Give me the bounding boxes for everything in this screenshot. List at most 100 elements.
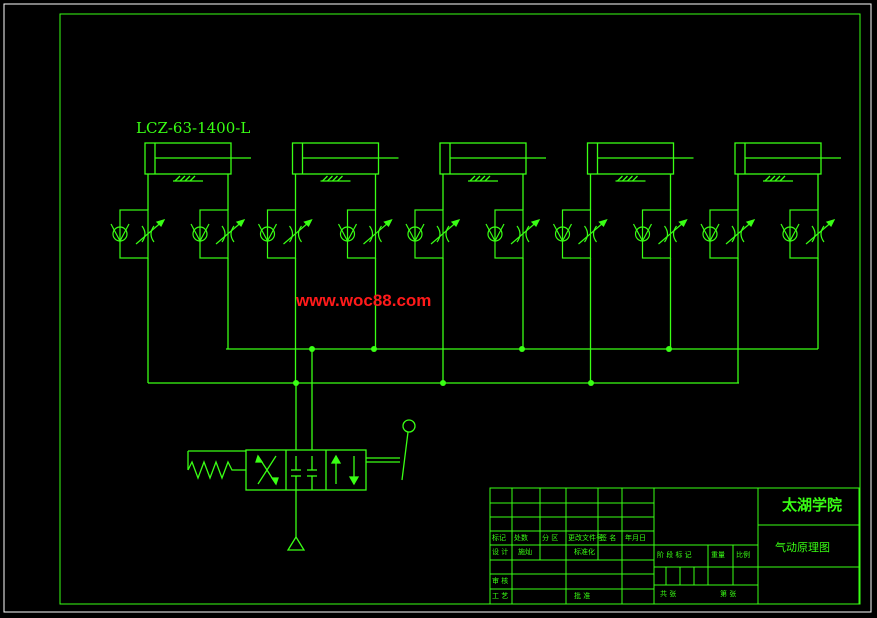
outer-border [3, 3, 872, 613]
lever-knob[interactable] [402, 419, 416, 433]
adjust-arrowhead [825, 219, 836, 228]
stage-header: 阶 段 标 记 [657, 551, 692, 559]
mount-hatch [327, 175, 333, 182]
designer-name: 施灿 [518, 548, 532, 556]
throttle-arc [516, 225, 521, 243]
revision-header: 签 名 [600, 534, 617, 542]
watermark-text: www.woc88.com [296, 291, 432, 310]
throttle-arc [297, 225, 302, 243]
cylinder-1 [144, 142, 251, 210]
mount-hatch [174, 175, 181, 182]
adjust-arrowhead [155, 219, 166, 228]
flow-control-valve [257, 209, 313, 259]
throttle-arc [740, 225, 745, 243]
throttle-arc [731, 225, 736, 243]
mount-hatch [474, 175, 481, 182]
cylinder-5 [734, 142, 841, 210]
check-valve-seat [257, 223, 278, 243]
mount-hatch [184, 175, 191, 182]
mount-hatch [189, 175, 196, 182]
mount-hatch [779, 175, 786, 182]
cylinder-4 [586, 142, 694, 210]
adjust-arrowhead [530, 219, 541, 228]
mount-hatch [322, 175, 328, 182]
throttle-arc [445, 225, 450, 243]
mount-hatch [479, 175, 486, 182]
mount-hatch [632, 175, 638, 182]
throttle-arc [141, 225, 146, 243]
flow-control-valve [405, 209, 461, 259]
throttle-arc [289, 225, 294, 243]
adjust-arrowhead [678, 219, 688, 228]
flow-control-valve [780, 209, 836, 259]
flow-control-valve [337, 209, 393, 259]
revision-header: 更改文件号 [568, 534, 603, 542]
revision-header: 标记 [492, 534, 506, 542]
throttle-arc [525, 225, 530, 243]
mount-hatch [484, 175, 491, 182]
check-valve-seat [190, 223, 210, 243]
throttle-arc [369, 225, 374, 243]
check-valve-seat [632, 223, 653, 243]
throttle-arc [150, 225, 155, 243]
revision-header: 处数 [514, 534, 528, 542]
throttle-arc [377, 225, 382, 243]
adjust-arrowhead [303, 219, 313, 228]
throttle-arc [436, 225, 441, 243]
mount-hatch [764, 175, 771, 182]
pressure-source [286, 535, 306, 551]
adjust-arrowhead [383, 219, 393, 228]
design-label: 设 计 [492, 548, 509, 556]
mount-hatch [179, 175, 186, 182]
revision-header: 年月日 [625, 534, 646, 542]
junction-dot [309, 346, 315, 352]
mount-hatch [617, 175, 623, 182]
mount-hatch [469, 175, 476, 182]
flow-control-valve [552, 209, 608, 259]
throttle-arc [672, 225, 677, 243]
check-valve-seat [552, 223, 573, 243]
check-valve-seat [110, 223, 130, 243]
throttle-arc [664, 225, 669, 243]
flow-control-valve [700, 209, 756, 259]
throttle-arc [811, 225, 816, 243]
mount-hatch [627, 175, 633, 182]
check-valve-seat [405, 223, 425, 243]
flow-control-valve [110, 209, 166, 259]
throttle-arc [592, 225, 597, 243]
throttle-arc [820, 225, 825, 243]
adjust-arrowhead [598, 219, 608, 228]
junction-dot [519, 346, 525, 352]
drawing-frame [59, 13, 861, 605]
title-block [489, 487, 860, 605]
flow-control-valve [190, 209, 246, 259]
flow-control-valve [485, 209, 541, 259]
adjust-arrowhead [450, 219, 461, 228]
mount-hatch [337, 175, 343, 182]
throttle-arc [221, 225, 226, 243]
hand-lever[interactable] [401, 431, 409, 481]
mount-hatch [774, 175, 781, 182]
revision-header: 分 区 [542, 534, 559, 542]
weight-header: 重量 [711, 551, 725, 559]
check-valve-seat [485, 223, 505, 243]
mount-hatch [332, 175, 338, 182]
school-name: 太湖学院 [782, 496, 843, 514]
directional-valve-body [245, 449, 367, 491]
spring-actuator [187, 460, 246, 480]
check-valve-seat [700, 223, 720, 243]
part-label: LCZ-63-1400-L [136, 119, 251, 137]
scale-header: 比例 [736, 551, 750, 559]
mount-hatch [622, 175, 628, 182]
sheet-number-label: 第 张 [720, 590, 737, 598]
adjust-arrowhead [235, 219, 246, 228]
throttle-arc [584, 225, 589, 243]
cylinder-2 [291, 142, 399, 210]
review-label: 审 核 [492, 577, 509, 585]
standardize-label: 标准化 [574, 548, 595, 556]
check-valve-seat [780, 223, 800, 243]
sheets-label: 共 张 [660, 590, 677, 598]
drawing-name: 气动原理图 [775, 541, 830, 554]
adjust-arrowhead [745, 219, 756, 228]
